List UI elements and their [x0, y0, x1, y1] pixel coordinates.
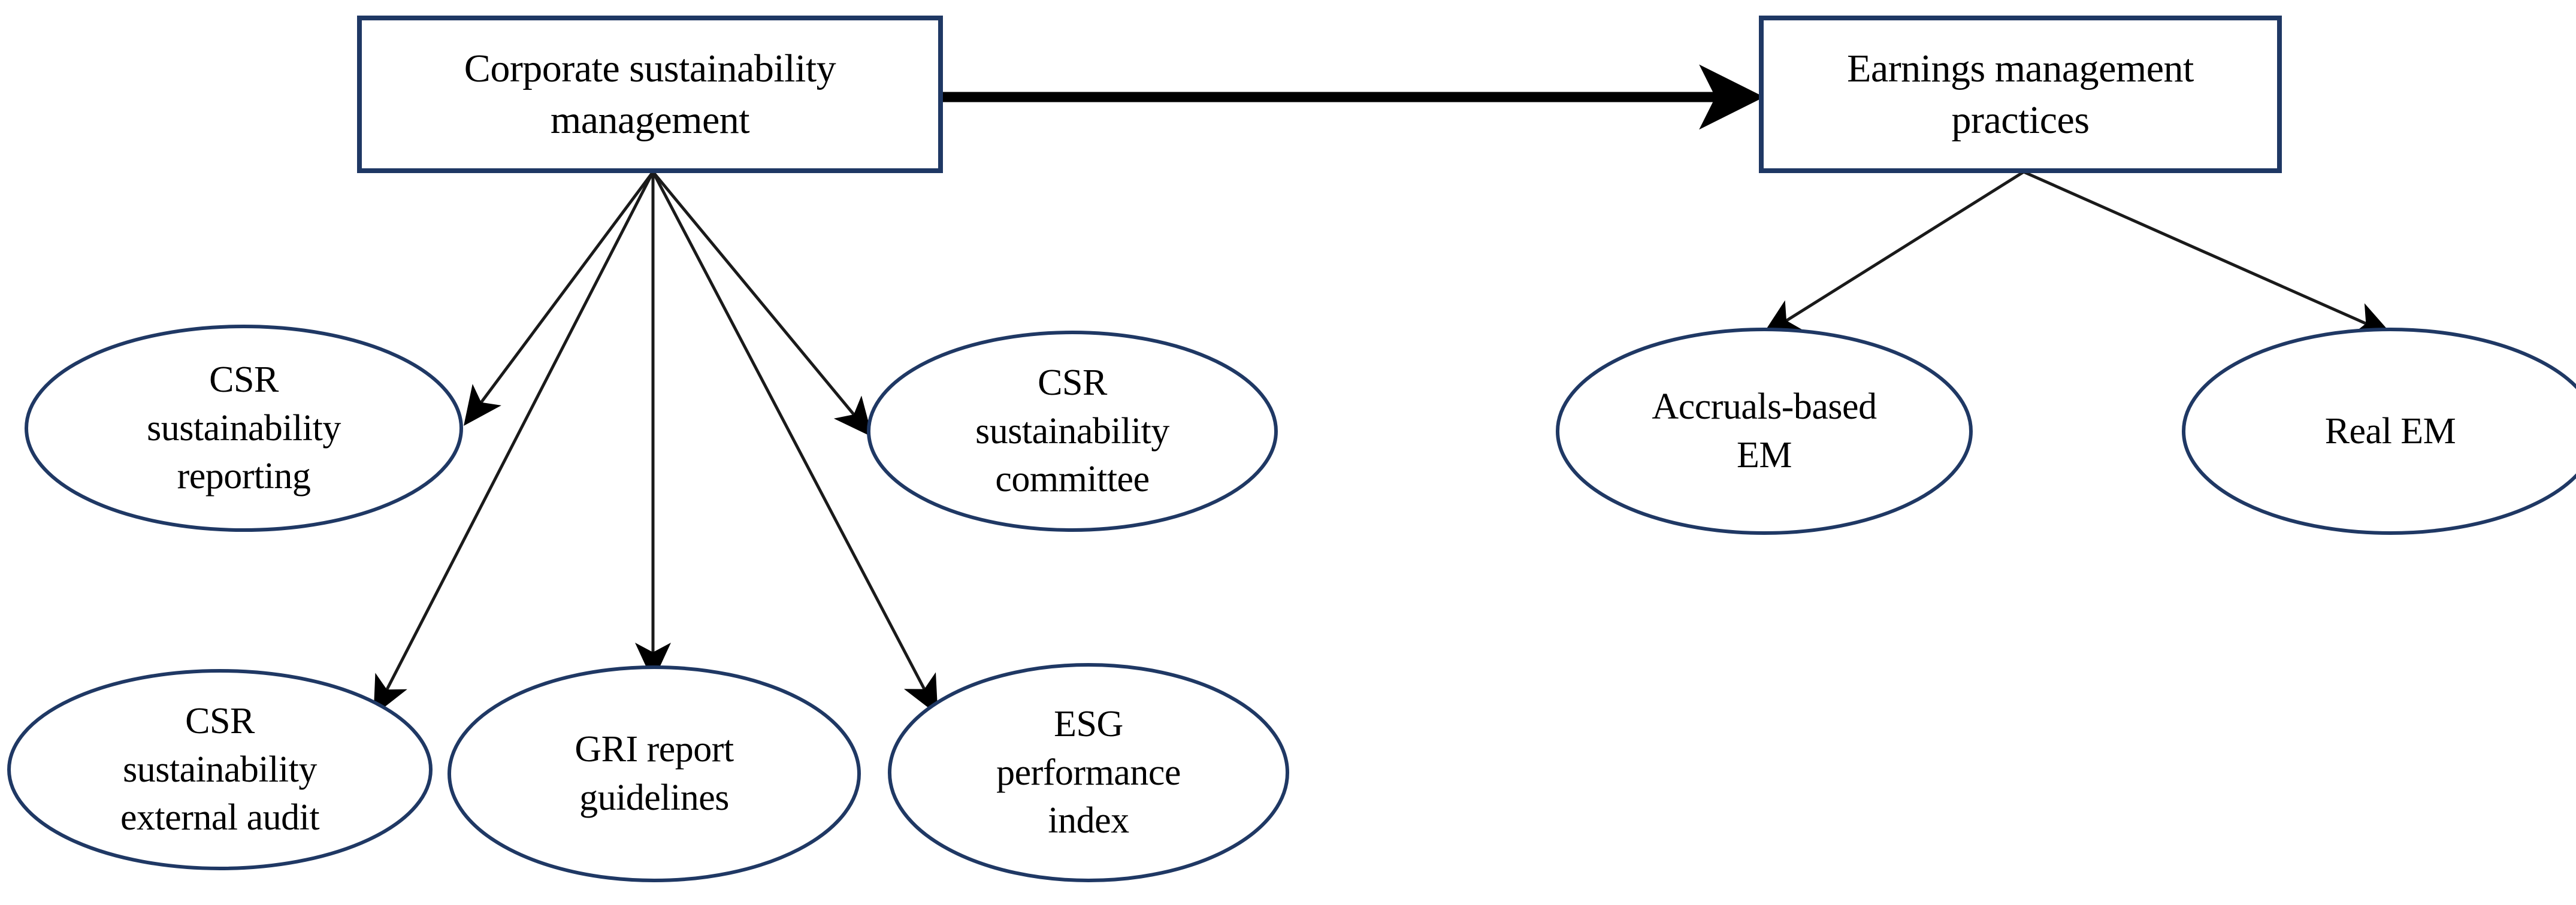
- connector-csm-to-csr-external-audit: [373, 171, 655, 716]
- ellipse-accruals-based-em[interactable]: [1556, 328, 1973, 535]
- ellipse-esg-performance-index[interactable]: [888, 663, 1289, 882]
- connector-csm-to-esg-index: [651, 171, 938, 715]
- connector-csm-to-csr-reporting: [464, 171, 655, 426]
- box-earnings-management-practices[interactable]: [1759, 16, 2282, 173]
- box-corporate-sustainability-management[interactable]: [357, 16, 943, 173]
- ellipse-csr-sustainability-external-audit[interactable]: [7, 669, 433, 870]
- ellipse-csr-sustainability-reporting[interactable]: [25, 325, 463, 532]
- connector-csm-to-csr-committee: [652, 171, 873, 437]
- connector-emp-to-accruals-em: [1761, 170, 2025, 337]
- connector-group: [373, 64, 2393, 716]
- box-shape-group: [357, 16, 2282, 173]
- ellipse-gri-report-guidelines[interactable]: [448, 665, 861, 882]
- ellipse-shape-group: [7, 325, 2576, 882]
- ellipse-csr-sustainability-committee[interactable]: [867, 331, 1278, 532]
- ellipse-real-em[interactable]: [2182, 328, 2576, 535]
- connector-emp-to-real-em: [2022, 170, 2393, 337]
